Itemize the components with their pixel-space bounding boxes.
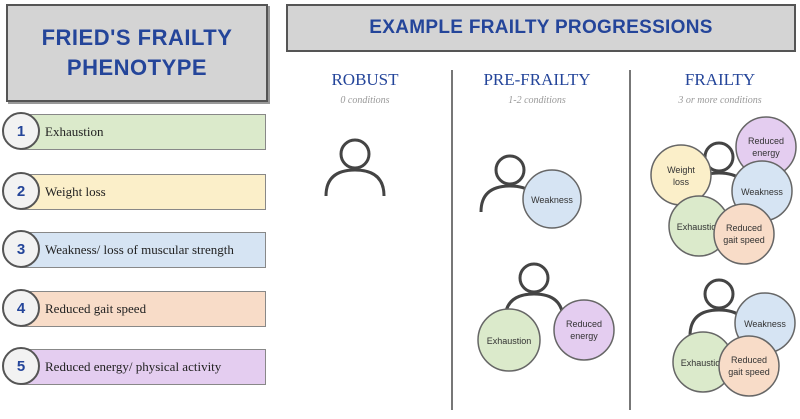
criterion-3: Weakness/ loss of muscular strength 3: [2, 230, 268, 272]
criterion-bar: Reduced gait speed: [22, 291, 266, 327]
reduced-gait-label-2: gait speed: [728, 367, 770, 377]
criterion-label: Reduced gait speed: [45, 301, 147, 316]
exhaustion-label: Exhaustion: [487, 336, 532, 346]
exhaustion-label: Exhaustion: [681, 358, 726, 368]
reduced-energy-label-1: Reduced: [566, 319, 602, 329]
weight-loss-label-2: loss: [673, 177, 690, 187]
weight-loss-label-1: Weight: [667, 165, 695, 175]
person-icon: [503, 262, 565, 321]
criterion-1: Exhaustion 1: [2, 112, 268, 154]
prefrailty-title: PRE-FRAILTY: [483, 70, 591, 89]
prefrailty-subtitle: 1-2 conditions: [508, 95, 566, 106]
criterion-number: 1: [2, 112, 40, 150]
exhaustion-bubble: [477, 308, 541, 372]
robust-subtitle: 0 conditions: [340, 95, 390, 106]
reduced-energy-label-2: energy: [752, 148, 780, 158]
reduced-gait-bubble: [713, 203, 775, 265]
phenotype-title: FRIED'S FRAILTY PHENOTYPE: [6, 4, 268, 102]
criterion-bar: Exhaustion: [22, 114, 266, 150]
criterion-2: Weight loss 2: [2, 172, 268, 214]
reduced-energy-bubble: [553, 299, 615, 361]
criterion-label: Exhaustion: [45, 124, 104, 139]
phenotype-title-line1: FRIED'S FRAILTY: [41, 25, 233, 50]
reduced-energy-label-2: energy: [570, 331, 598, 341]
exhaustion-label: Exhaustion: [677, 222, 722, 232]
weakness-label: Weakness: [531, 195, 573, 205]
progressions-title: EXAMPLE FRAILTY PROGRESSIONS: [286, 4, 796, 52]
reduced-gait-label-1: Reduced: [726, 223, 762, 233]
column-divider: [629, 70, 631, 410]
frailty-title: FRAILTY: [684, 70, 756, 89]
reduced-gait-bubble: [718, 335, 780, 397]
frailty-subtitle: 3 or more conditions: [678, 95, 762, 106]
weakness-label: Weakness: [744, 319, 786, 329]
criterion-bar: Reduced energy/ physical activity: [22, 349, 266, 385]
weakness-bubble: [522, 169, 582, 229]
phenotype-title-line2: PHENOTYPE: [66, 55, 208, 80]
criterion-4: Reduced gait speed 4: [2, 289, 268, 331]
criterion-label: Weakness/ loss of muscular strength: [45, 242, 234, 257]
robust-title: ROBUST: [331, 70, 399, 89]
criterion-number: 4: [2, 289, 40, 327]
weakness-label: Weakness: [741, 187, 783, 197]
criterion-number: 3: [2, 230, 40, 268]
reduced-gait-label-1: Reduced: [731, 355, 767, 365]
criterion-number: 2: [2, 172, 40, 210]
criterion-label: Reduced energy/ physical activity: [45, 359, 222, 374]
column-divider: [451, 70, 453, 410]
person-icon: [324, 138, 386, 197]
criterion-number: 5: [2, 347, 40, 385]
criterion-label: Weight loss: [45, 184, 106, 199]
reduced-energy-label-1: Reduced: [748, 136, 784, 146]
criterion-5: Reduced energy/ physical activity 5: [2, 347, 268, 389]
criterion-bar: Weakness/ loss of muscular strength: [22, 232, 266, 268]
criterion-bar: Weight loss: [22, 174, 266, 210]
reduced-gait-label-2: gait speed: [723, 235, 765, 245]
